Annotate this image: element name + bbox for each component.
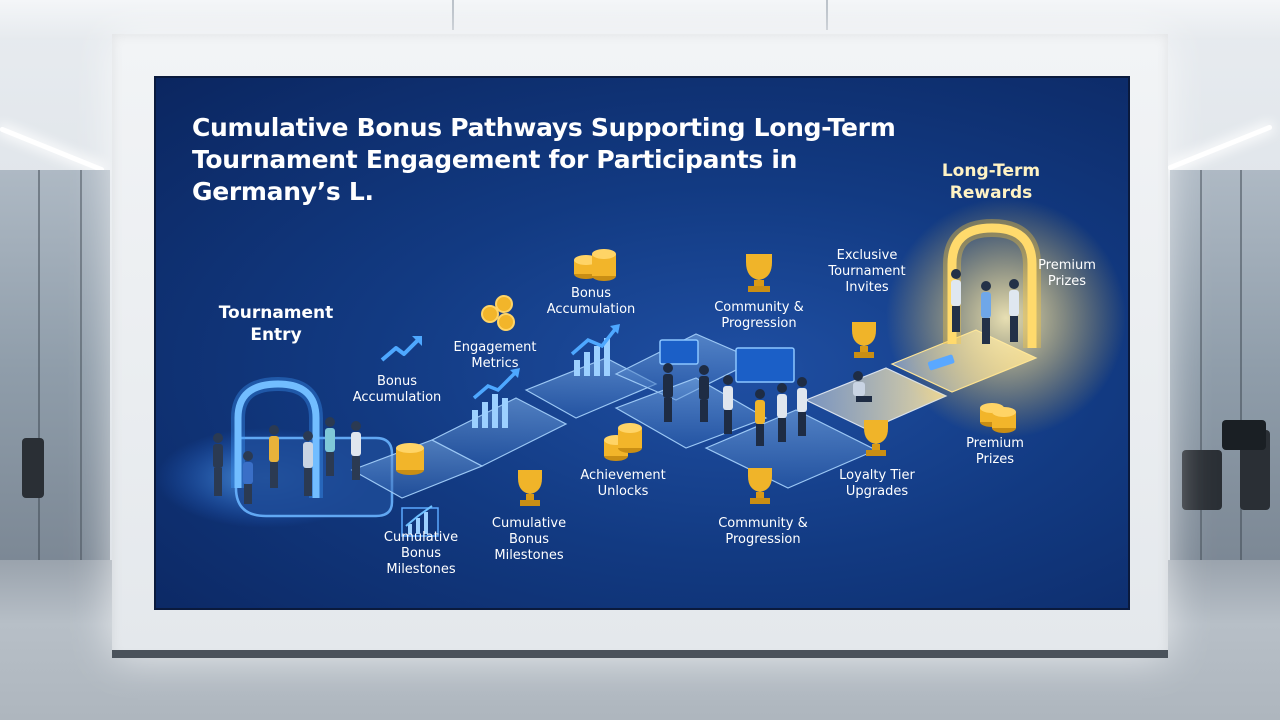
coins-icon	[396, 443, 424, 475]
bar-chart-icon	[401, 505, 439, 537]
label-bonus-accumulation-top: Bonus Accumulation	[546, 286, 636, 317]
infographic-screen: Cumulative Bonus Pathways Supporting Lon…	[154, 76, 1130, 610]
display-wall-base	[112, 650, 1168, 658]
ceiling-seam	[452, 0, 454, 30]
entry-arch	[234, 380, 320, 498]
ceiling-seam	[826, 0, 828, 30]
label-community-progression-top: Community & Progression	[714, 300, 804, 331]
left-glass-office	[0, 170, 110, 570]
ceiling-light	[1167, 124, 1273, 171]
office-chair	[22, 438, 44, 498]
infographic-title: Cumulative Bonus Pathways Supporting Lon…	[192, 113, 896, 206]
coins-icon	[574, 249, 616, 281]
stage-label-long-term-rewards: Long-Term Rewards	[941, 161, 1041, 203]
trophy-icon	[746, 254, 772, 292]
reward-glow	[886, 198, 1126, 438]
label-community-progression-bottom: Community & Progression	[718, 516, 808, 547]
people-group-rewards	[951, 269, 1019, 344]
reward-arch	[947, 223, 1037, 348]
label-cumulative-bonus-milestones-left: Cumulative Bonus Milestones	[383, 530, 459, 577]
entry-arch-glow	[231, 376, 323, 498]
pathway-diagram	[156, 198, 1126, 537]
label-achievement-unlocks: Achievement Unlocks	[580, 468, 666, 499]
dashboard-screen-icon	[659, 339, 699, 365]
trophy-icon	[864, 420, 888, 456]
label-engagement-metrics: Engagement Metrics	[453, 340, 537, 371]
trophy-icon	[518, 470, 542, 506]
desk-monitor	[1222, 420, 1266, 450]
coins-icon	[604, 423, 642, 461]
bar-chart-icon	[570, 324, 620, 376]
coins-icon	[980, 403, 1016, 433]
ticket-icon	[927, 354, 955, 371]
trophy-icon	[748, 468, 772, 504]
reward-arch-glow	[943, 218, 1041, 348]
people-group-entry	[213, 417, 361, 504]
coins-icon	[481, 295, 515, 331]
trend-arrow-icon	[412, 336, 422, 346]
label-loyalty-tier-upgrades: Loyalty Tier Upgrades	[839, 468, 915, 499]
right-glass-office	[1170, 170, 1280, 570]
label-bonus-accumulation-left: Bonus Accumulation	[352, 374, 442, 405]
bar-chart-icon	[472, 368, 520, 428]
label-premium-prizes-right: Premium Prizes	[1038, 258, 1096, 289]
office-chair	[1182, 450, 1222, 510]
label-exclusive-tournament-invites: Exclusive Tournament Invites	[828, 248, 906, 295]
people-group-community	[663, 363, 872, 446]
label-premium-prizes-bottom: Premium Prizes	[966, 436, 1024, 467]
ceiling-light	[0, 126, 105, 173]
dashboard-screen-icon	[735, 347, 795, 383]
stage-label-tournament-entry: Tournament Entry	[218, 303, 334, 345]
trophy-icon	[852, 322, 876, 358]
ceiling	[0, 0, 1280, 40]
trend-arrow-icon	[380, 338, 420, 362]
label-cumulative-bonus-milestones-mid: Cumulative Bonus Milestones	[491, 516, 567, 563]
